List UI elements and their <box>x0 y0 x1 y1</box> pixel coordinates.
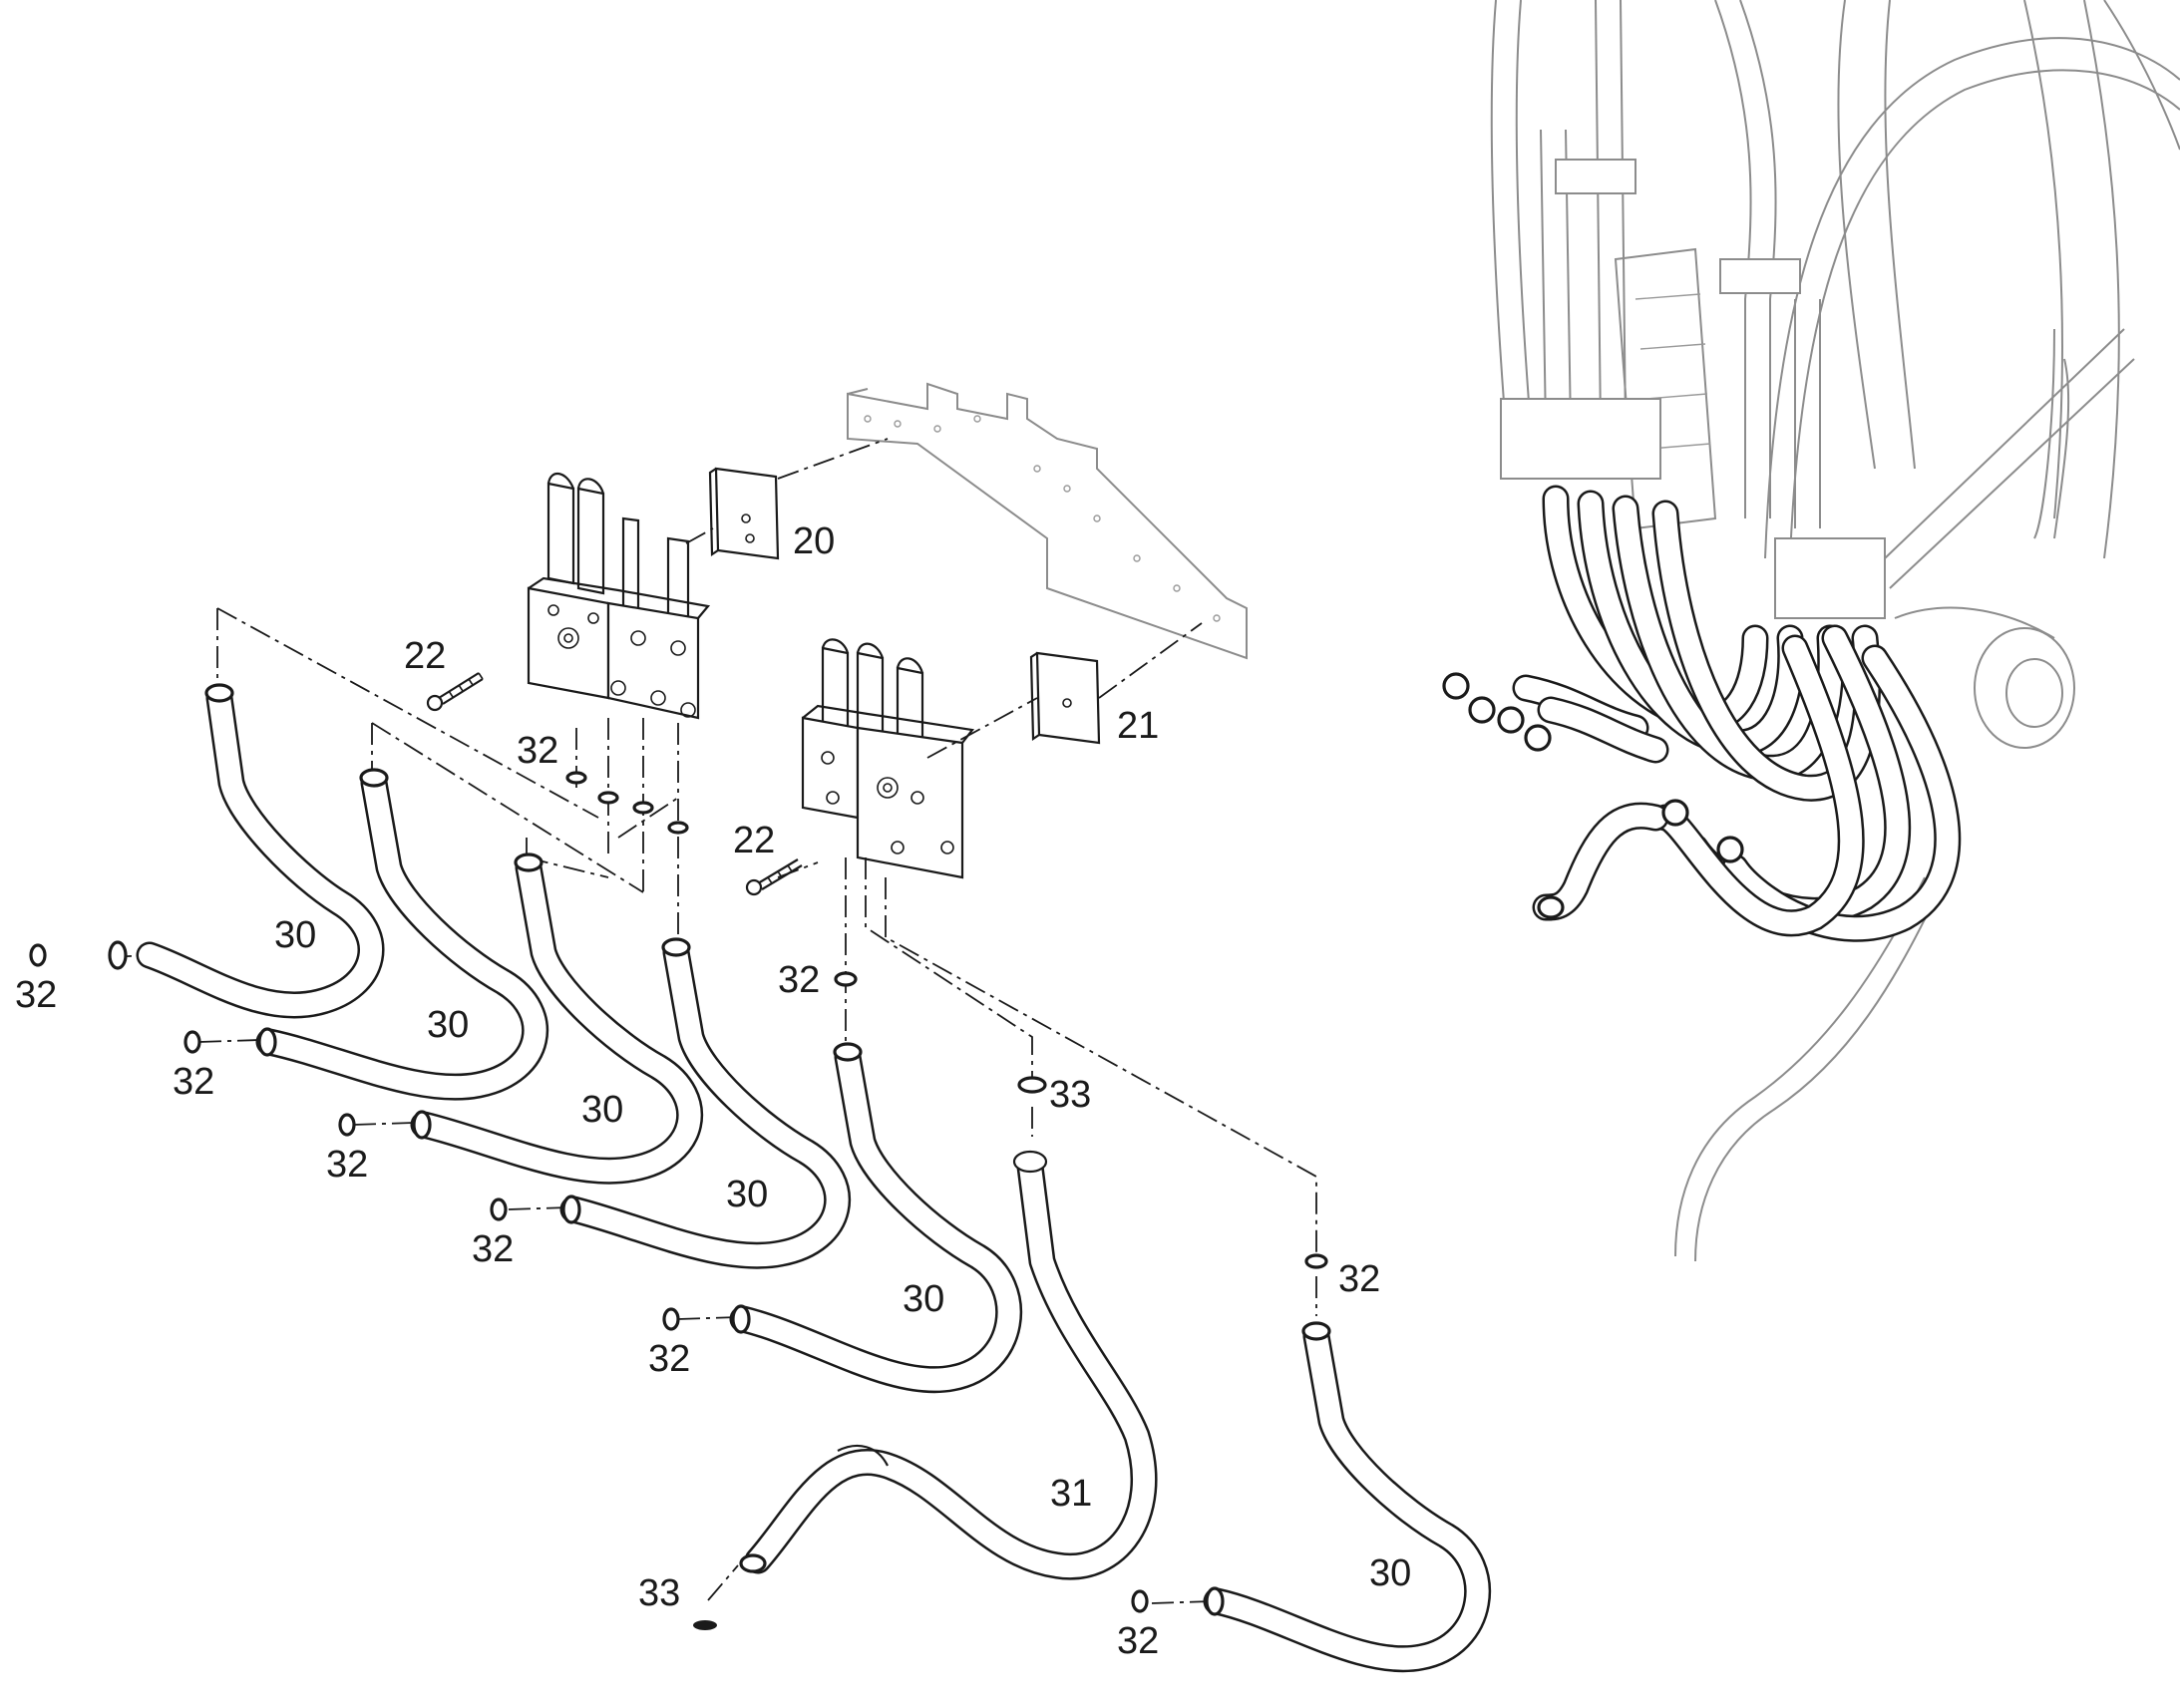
callout-33-a: 33 <box>1049 1074 1091 1116</box>
hose-31 <box>744 1153 1158 1580</box>
hose-30-c <box>410 854 704 1185</box>
o-ring-33-black <box>693 1620 717 1630</box>
valve-block-right <box>801 638 975 879</box>
assembly-lines <box>109 438 1317 1604</box>
mounting-plate-21 <box>1029 651 1101 745</box>
hose-30-f <box>1203 1322 1492 1673</box>
hose-30-d <box>559 938 852 1269</box>
callout-32-f: 32 <box>1117 1620 1159 1662</box>
callout-labels: 20 21 22 22 30 30 30 30 30 30 31 32 32 3… <box>15 520 1411 1662</box>
bolt-22-left <box>426 672 484 712</box>
callout-31: 31 <box>1050 1473 1092 1515</box>
callout-32-c: 32 <box>326 1144 368 1186</box>
machine-hose-bundle <box>1442 485 1962 942</box>
valve-block-left <box>527 473 711 720</box>
callout-32-h: 32 <box>778 959 820 1001</box>
hose-30-e <box>729 1043 1023 1394</box>
mounting-plate-20 <box>708 467 780 560</box>
bracket <box>847 382 1248 660</box>
machine-arm-assembly <box>1490 0 2180 1262</box>
callout-21: 21 <box>1117 705 1159 747</box>
callout-32-a: 32 <box>15 974 57 1016</box>
o-rings <box>29 771 1328 1630</box>
callout-22-left: 22 <box>404 635 446 677</box>
bolt-22-right <box>745 858 803 896</box>
callout-30-e: 30 <box>903 1278 944 1320</box>
hose-30-b <box>255 769 549 1101</box>
callout-32-e: 32 <box>648 1338 690 1380</box>
callout-32-i: 32 <box>1338 1258 1380 1300</box>
callout-30-c: 30 <box>581 1089 623 1131</box>
hose-fittings <box>108 683 1331 1616</box>
callout-32-b: 32 <box>173 1061 214 1103</box>
callout-30-b: 30 <box>427 1004 469 1046</box>
callout-33-b: 33 <box>638 1572 680 1614</box>
callout-30-d: 30 <box>726 1174 768 1215</box>
callout-32-g: 32 <box>517 730 558 772</box>
callout-32-d: 32 <box>472 1228 514 1270</box>
hose-30-a <box>136 684 385 1019</box>
callout-22-right: 22 <box>733 820 775 861</box>
callout-20: 20 <box>793 520 835 562</box>
callout-30-f: 30 <box>1369 1552 1411 1594</box>
callout-30-a: 30 <box>274 914 316 956</box>
